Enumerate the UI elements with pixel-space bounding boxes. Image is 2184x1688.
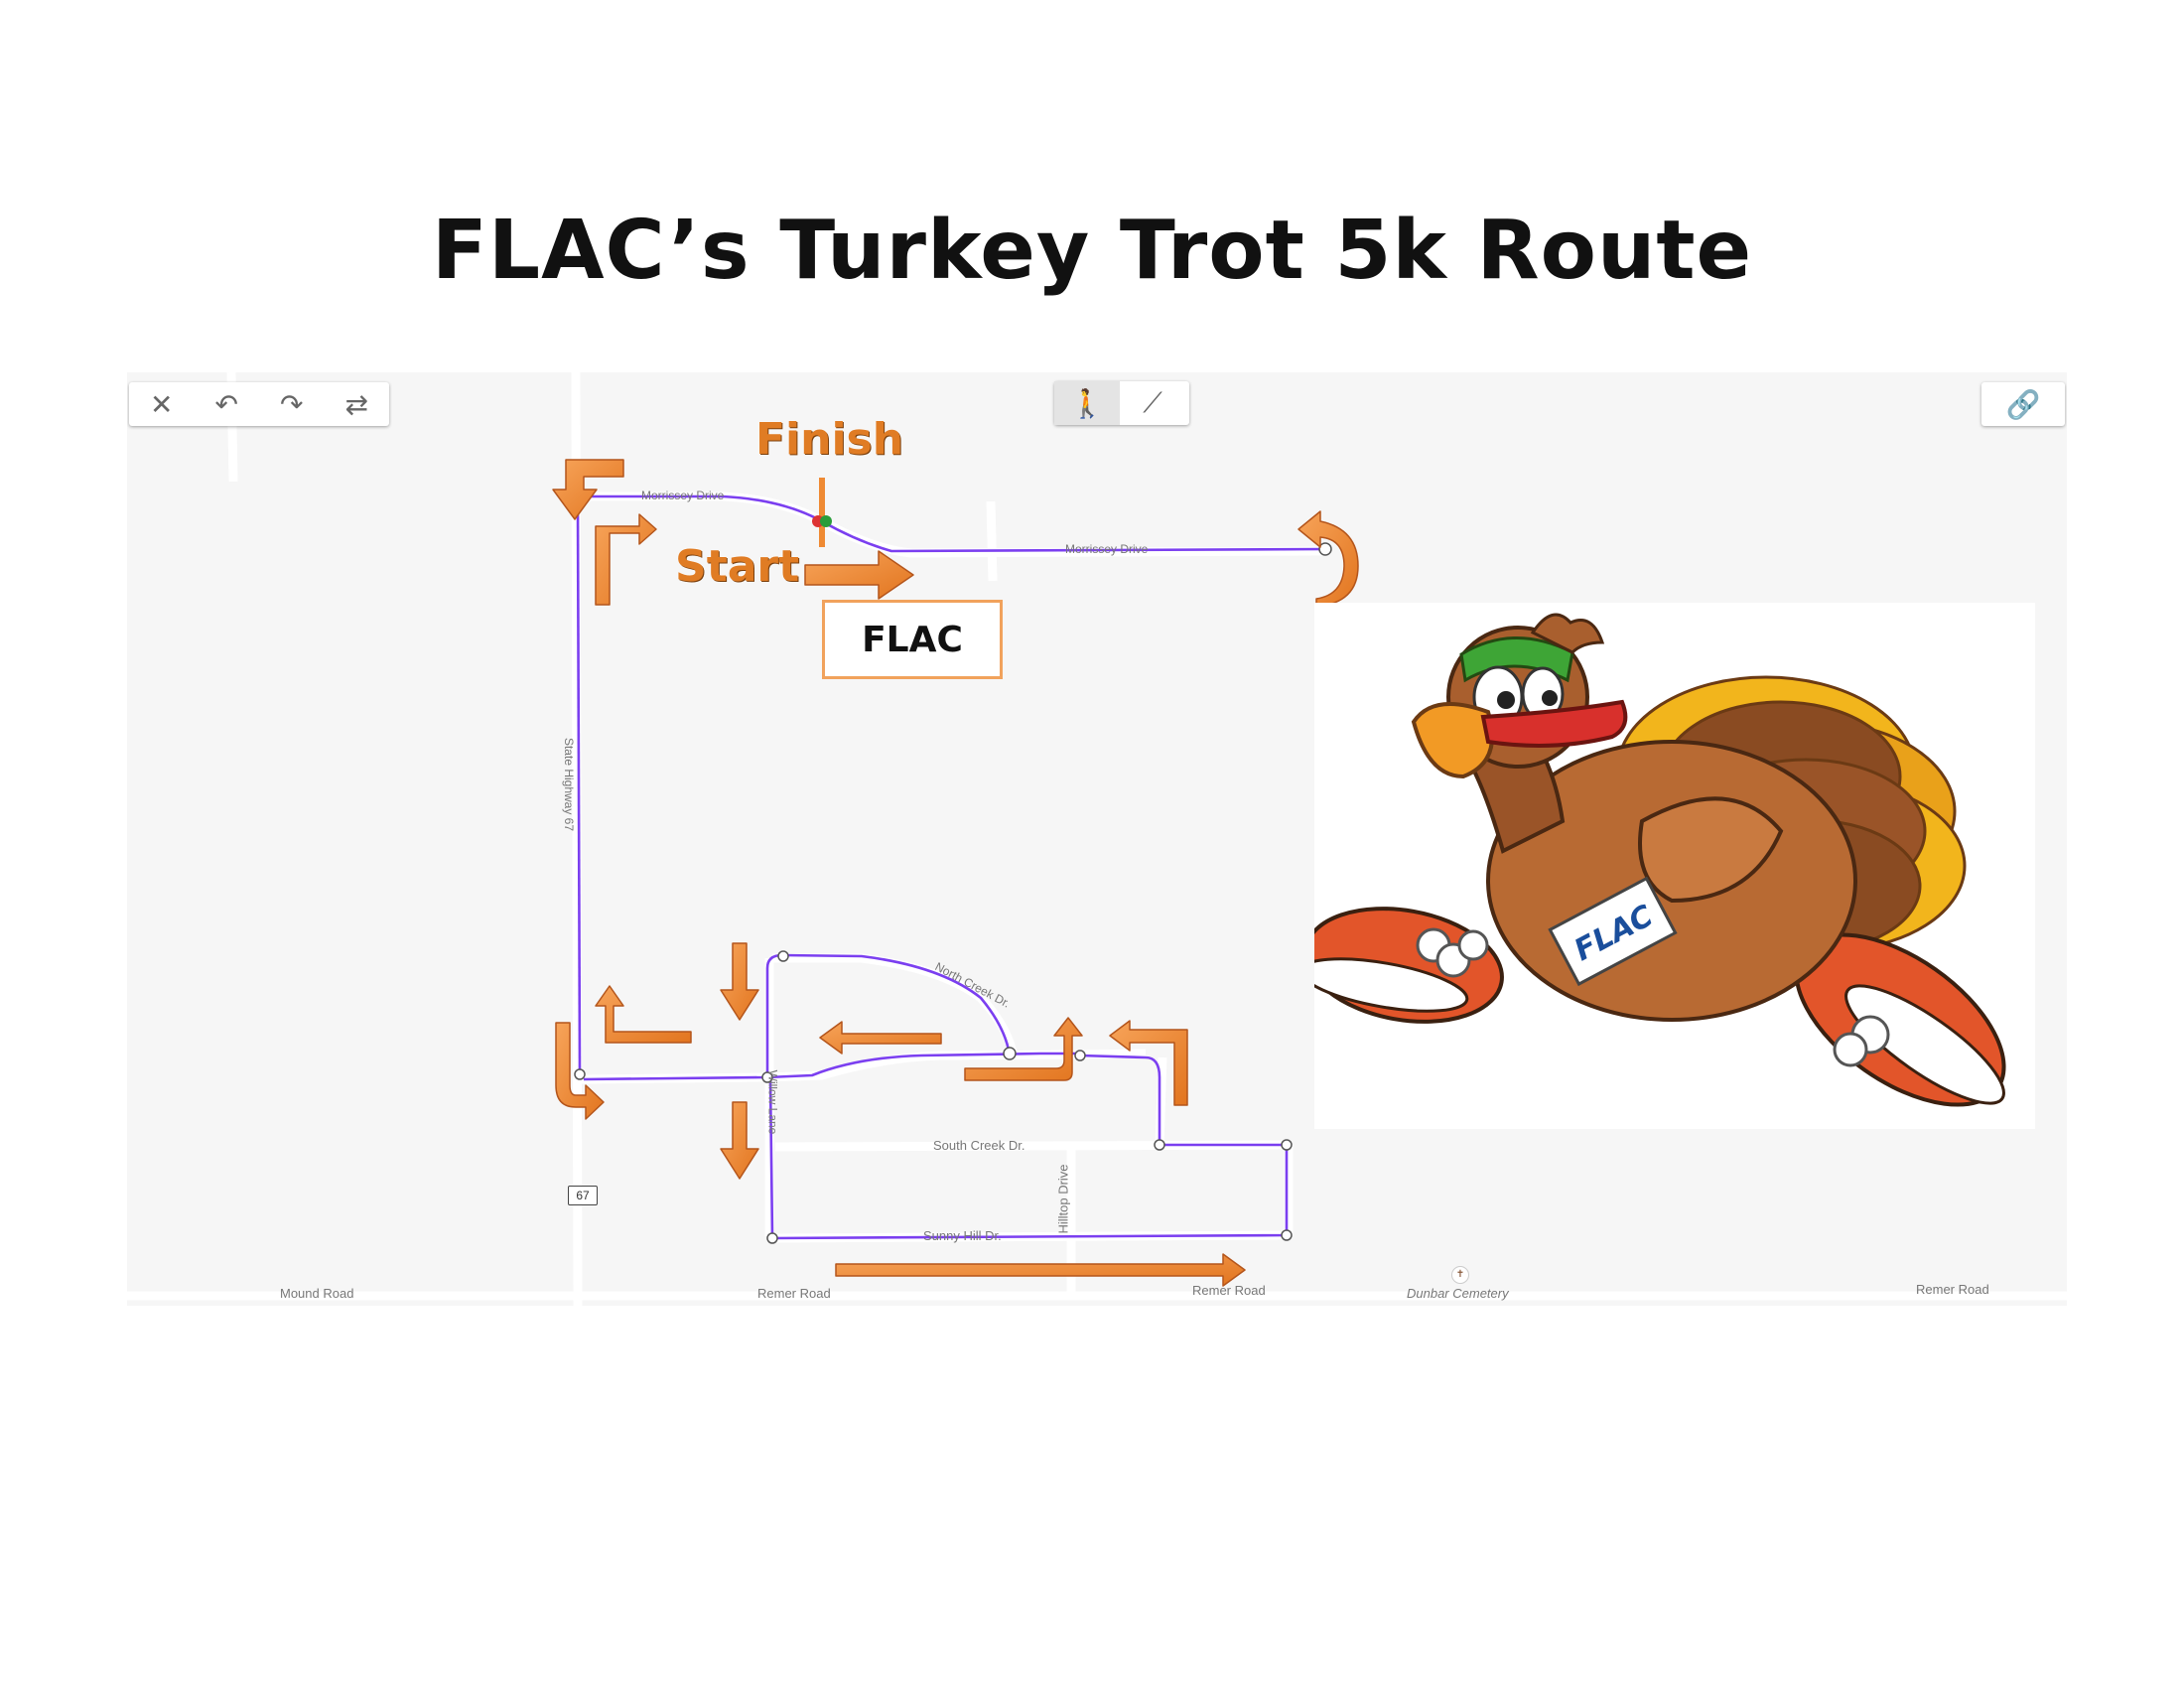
undo-icon[interactable]: ↶ [214, 387, 238, 421]
start-label: Start [675, 541, 800, 592]
road-label-remer: Remer Road [1192, 1283, 1266, 1298]
turn-arrow-topleft [552, 459, 624, 520]
flac-location-box: FLAC [822, 600, 1003, 679]
turn-arrow-bottomleft [555, 1022, 605, 1120]
start-arrow [804, 550, 914, 600]
turn-arrow-up-left [595, 985, 692, 1044]
road-label-remer: Remer Road [1916, 1282, 1989, 1297]
cemetery-icon: ✝ [1451, 1266, 1469, 1284]
right-arrow-sunny-hill [835, 1253, 1246, 1287]
road-label-remer: Remer Road [757, 1286, 831, 1301]
walk-mode-icon[interactable]: 🚶 [1054, 381, 1120, 425]
road-label-mound: Mound Road [280, 1286, 354, 1301]
turn-arrow-up-right-mid [964, 1017, 1083, 1081]
head-tuft [1530, 613, 1605, 654]
turkey-mascot: FLAC [1314, 603, 2035, 1129]
turkey-wattle [1480, 699, 1628, 748]
direction-arrows [552, 459, 1359, 1287]
route-map[interactable]: ✕ ↶ ↷ ⇄ 🚶 ⟋ 🔗 Morrissey Drive Morrissey … [127, 372, 2067, 1306]
redo-icon[interactable]: ↷ [280, 387, 304, 421]
down-arrow-upper [720, 942, 759, 1021]
turkey-beak [1411, 702, 1495, 779]
share-toolbar: 🔗 [1981, 382, 2065, 426]
road-label-state-highway: State Highway 67 [562, 737, 577, 832]
back-leg [1794, 932, 2006, 1107]
down-arrow-lower [720, 1101, 759, 1180]
reverse-route-icon[interactable]: ⇄ [344, 387, 368, 421]
page-title: FLAC’s Turkey Trot 5k Route [431, 204, 1753, 298]
front-leg [1314, 907, 1504, 1024]
turn-arrow-start [595, 513, 657, 606]
turkey-illustration: FLAC [1314, 613, 2006, 1107]
place-label-dunbar-cemetery: Dunbar Cemetery [1407, 1286, 1509, 1301]
road-label-morrissey: Morrissey Drive [641, 489, 725, 502]
turn-arrow-right-end [1109, 1020, 1188, 1106]
road-label-south-creek: South Creek Dr. [933, 1138, 1025, 1153]
uturn-arrow [1297, 510, 1359, 608]
road-label-sunny-hill: Sunny Hill Dr. [923, 1228, 1002, 1243]
highway-shield: 67 [568, 1186, 598, 1205]
straight-line-icon[interactable]: ⟋ [1143, 386, 1162, 419]
close-icon[interactable]: ✕ [150, 387, 174, 421]
road-label-hilltop: Hilltop Drive [1055, 1164, 1071, 1234]
link-icon[interactable]: 🔗 [2005, 387, 2041, 421]
mode-toolbar: 🚶 ⟋ [1054, 381, 1189, 425]
left-arrow-north-creek [819, 1021, 942, 1055]
road-label-willow-lane: Willow Lane [765, 1069, 780, 1135]
road-label-morrissey: Morrissey Drive [1065, 542, 1149, 556]
edit-toolbar: ✕ ↶ ↷ ⇄ [129, 382, 389, 426]
finish-label: Finish [755, 414, 904, 465]
start-finish-marker[interactable] [812, 478, 832, 547]
